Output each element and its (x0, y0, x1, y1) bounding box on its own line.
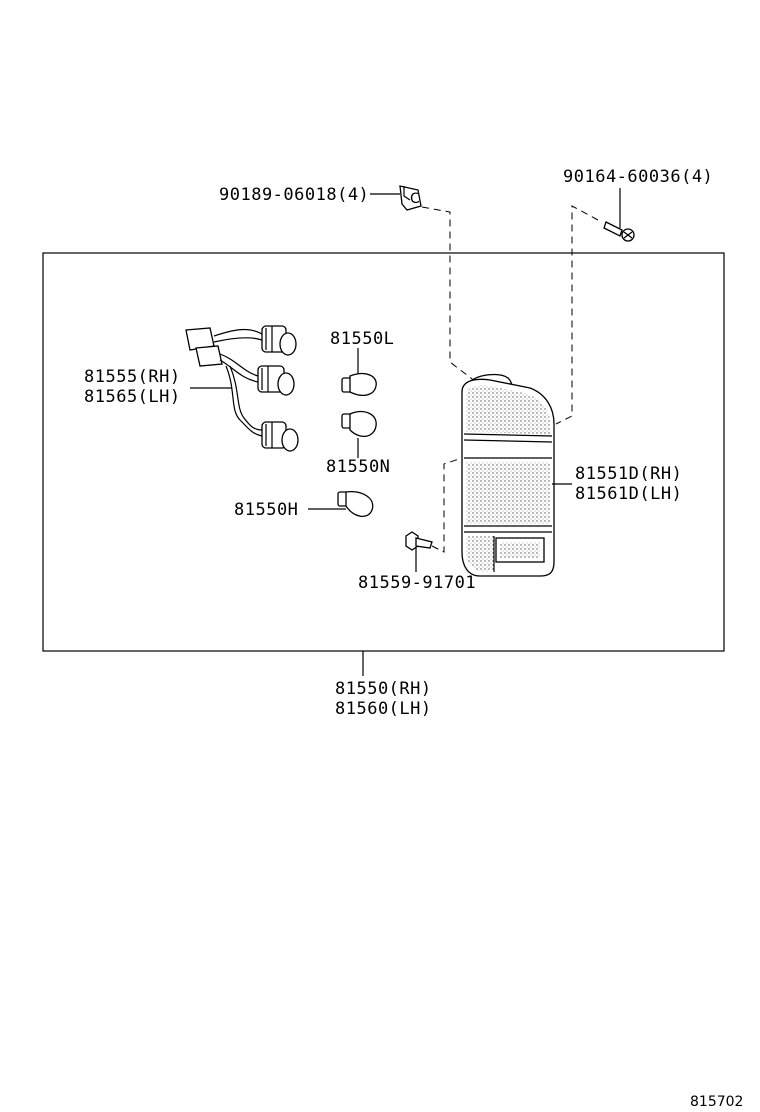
label-clip: 90189-06018(4) (219, 185, 369, 205)
svg-text:C: C (410, 191, 420, 207)
screw-part (603, 221, 635, 242)
label-assy-lh: 81560(LH) (335, 699, 432, 719)
label-lens-rh: 81551D(RH) (575, 464, 682, 484)
label-bulb-l: 81550L (330, 329, 394, 349)
diagram-id: 815702 (690, 1094, 743, 1110)
label-bulb-n: 81550N (326, 457, 390, 477)
clip-part: C (399, 185, 422, 211)
bulb-l-part (341, 372, 377, 397)
label-lens-lh: 81561D(LH) (575, 484, 682, 504)
bolt-part (405, 531, 433, 551)
label-screw: 90164-60036(4) (563, 167, 713, 187)
assembly-frame (42, 252, 725, 652)
bulb-h-part (337, 491, 374, 517)
bulb-n-part (341, 411, 377, 437)
lens-part (461, 373, 555, 577)
socket-wire-part (185, 325, 299, 452)
label-assy-rh: 81550(RH) (335, 679, 432, 699)
label-bulb-h: 81550H (234, 500, 298, 520)
label-socket-lh: 81565(LH) (84, 387, 181, 407)
label-bolt: 81559-91701 (358, 573, 476, 593)
label-socket-rh: 81555(RH) (84, 367, 181, 387)
